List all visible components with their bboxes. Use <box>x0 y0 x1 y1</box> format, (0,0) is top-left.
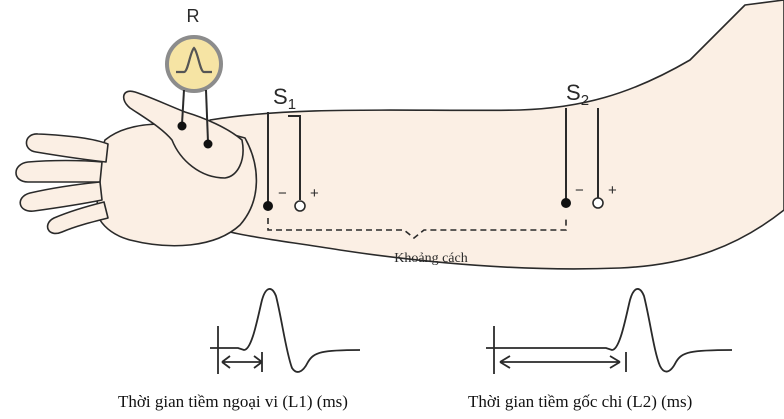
s1-label: S1 <box>273 84 296 113</box>
finger-middle <box>16 161 102 183</box>
oscilloscope-icon <box>167 37 221 91</box>
s1-neg-sign: − <box>278 185 287 202</box>
recording-electrode-2 <box>204 140 213 149</box>
caption-distal-latency: Thời gian tiềm ngoại vi (L1) (ms) <box>118 392 348 412</box>
latency-arrow-left <box>222 356 262 368</box>
arm-illustration <box>16 0 784 269</box>
s1-anode <box>295 201 305 211</box>
s2-neg-sign: − <box>575 182 584 199</box>
finger-index <box>26 134 108 162</box>
forearm <box>210 0 784 269</box>
waveform-proximal <box>486 289 732 374</box>
caption-proximal-latency: Thời gian tiềm gốc chi (L2) (ms) <box>468 392 692 412</box>
recording-electrode-1 <box>178 122 187 131</box>
s2-label: S2 <box>566 80 589 109</box>
recorder-label: R <box>187 6 200 26</box>
distance-label: Khoảng cách <box>394 251 467 266</box>
latency-arrow-right <box>500 356 620 368</box>
s2-pos-sign: + <box>608 182 617 199</box>
s1-cathode <box>263 201 273 211</box>
s2-cathode <box>561 198 571 208</box>
waveform-distal <box>210 289 360 374</box>
s2-anode <box>593 198 603 208</box>
s1-pos-sign: + <box>310 185 319 202</box>
